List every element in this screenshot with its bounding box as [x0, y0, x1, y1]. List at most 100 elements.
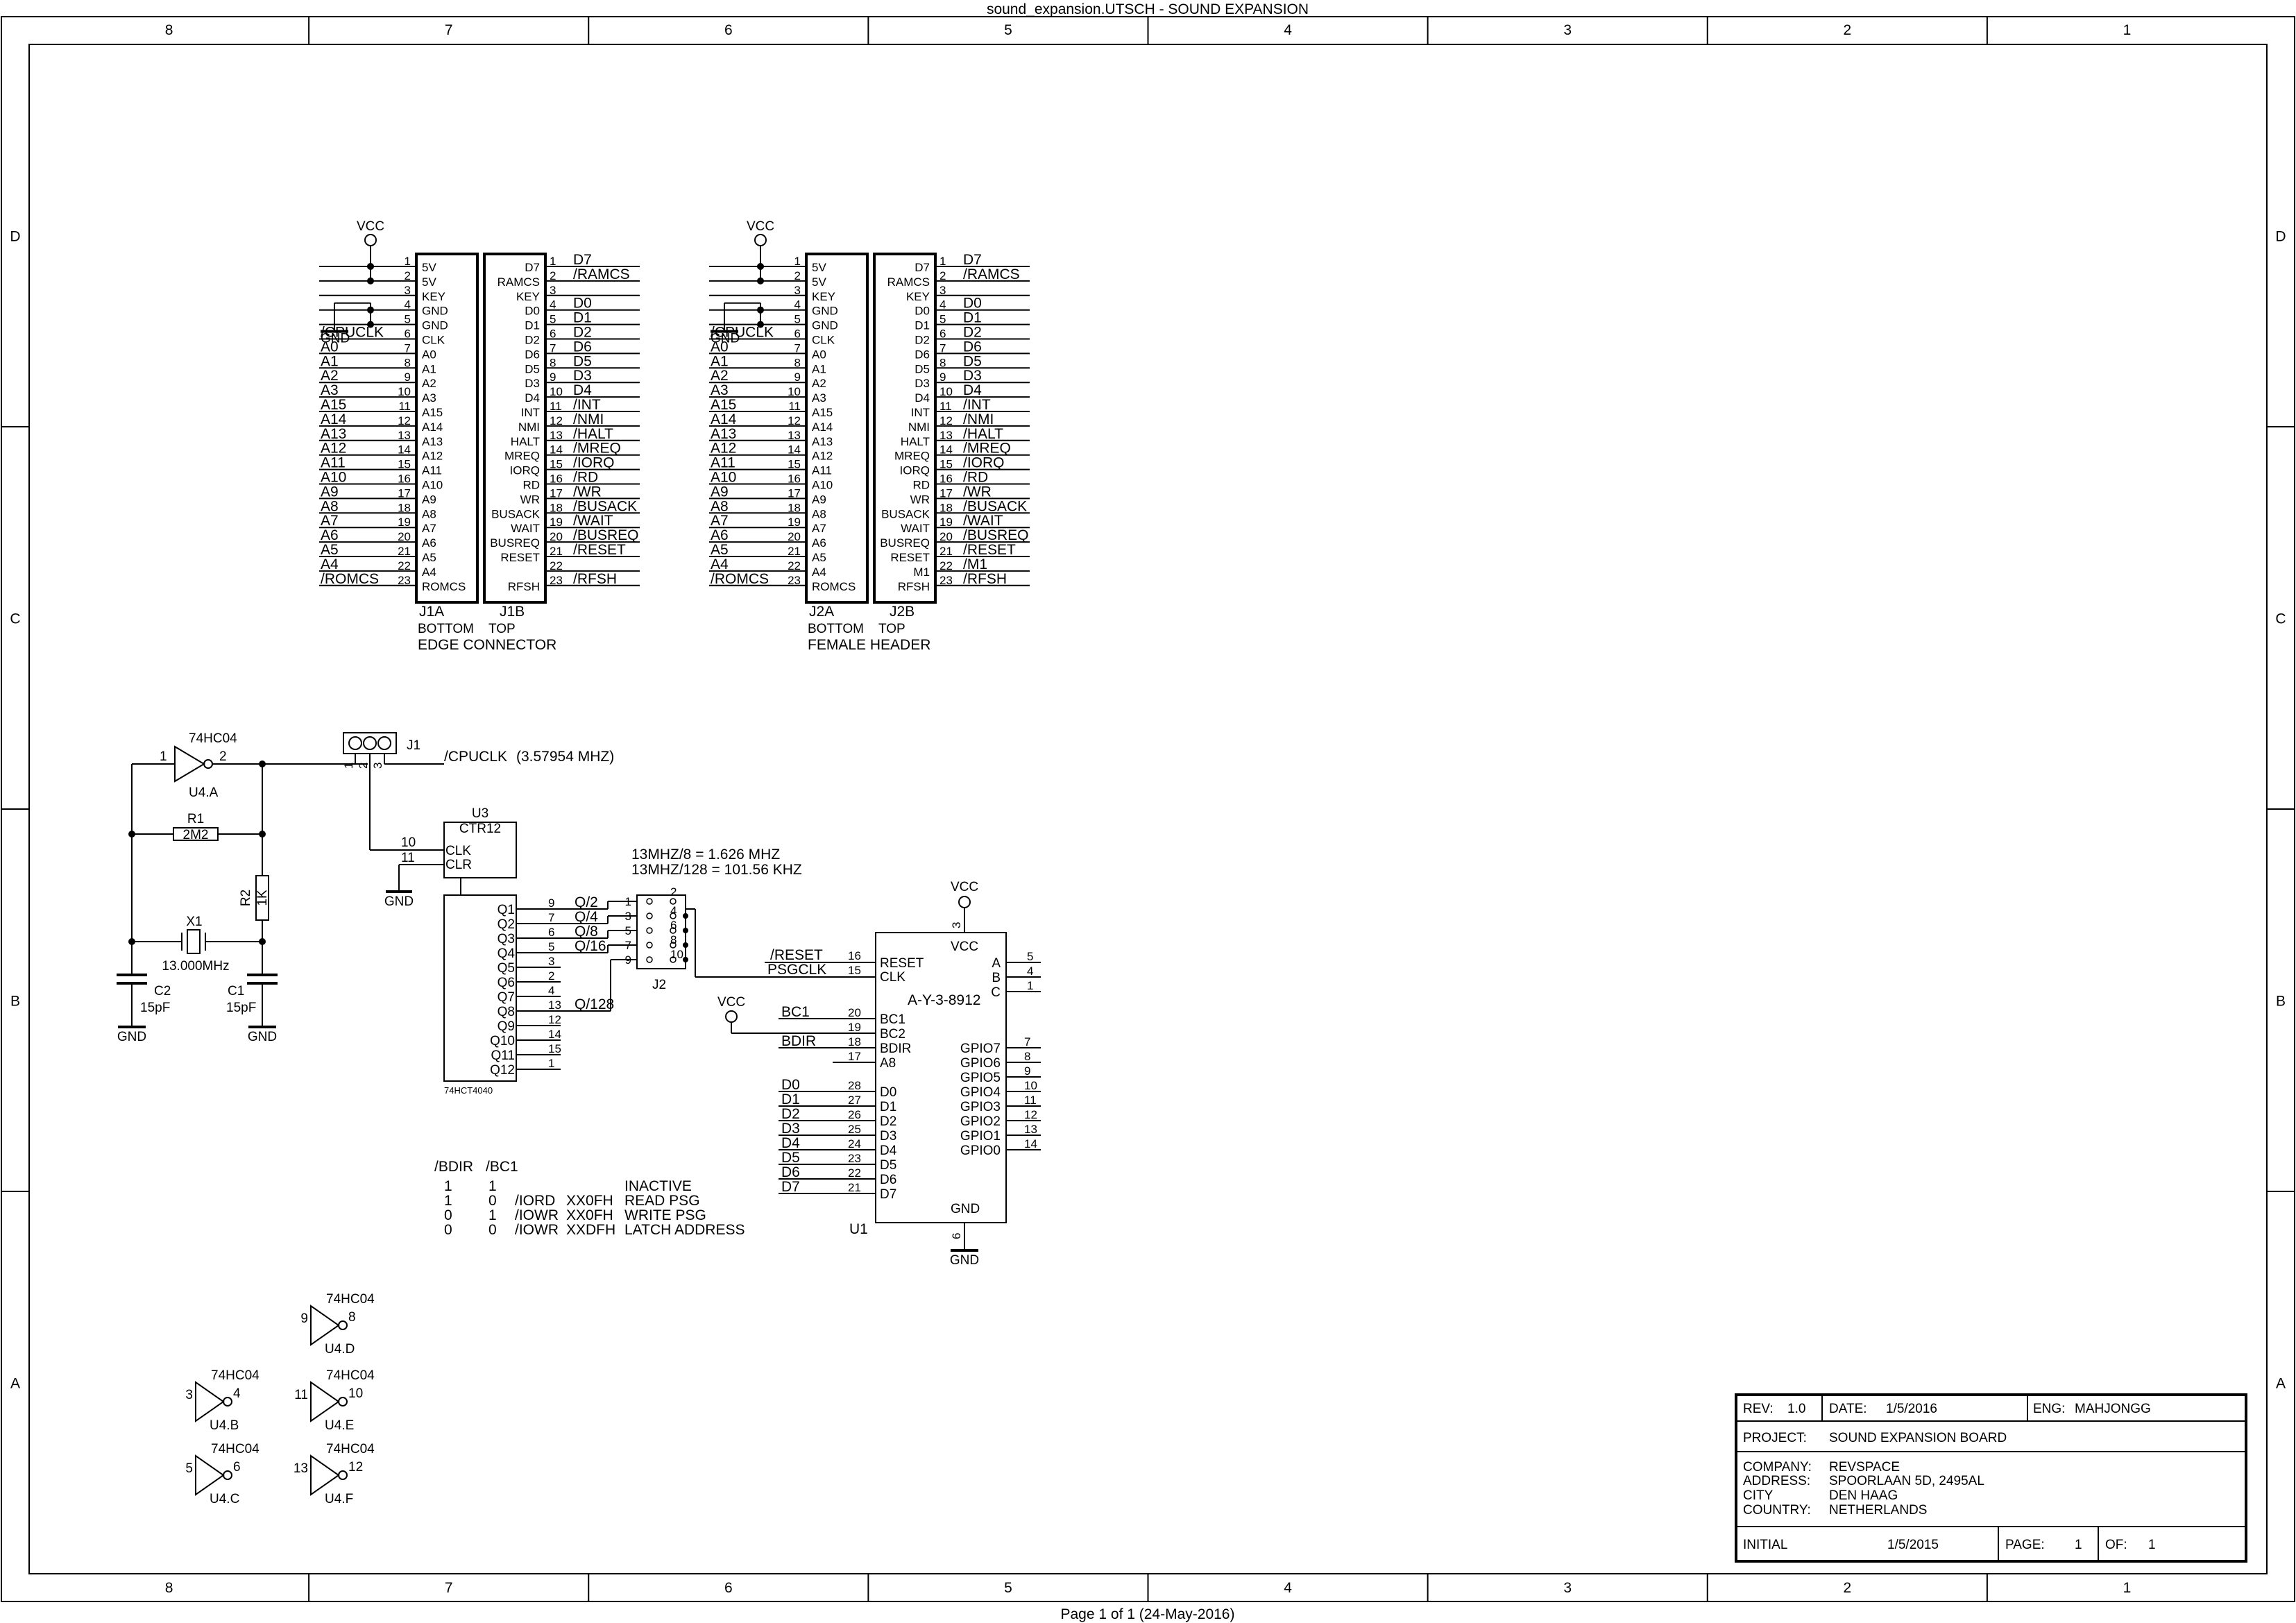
conn-a-pin-number: 20: [788, 530, 801, 543]
conn-b-pin-number: 23: [550, 574, 563, 587]
psg-data-pin: 28: [848, 1079, 861, 1092]
conn-b-pin-number: 14: [939, 443, 953, 457]
conn-b-net: /NMI: [573, 411, 604, 427]
frame-col-bottom: 3: [1563, 1580, 1572, 1596]
counter-q-label: Q3: [498, 932, 515, 946]
conn-a-pin-label: ROMCS: [422, 580, 466, 593]
psg-data-net: D3: [781, 1121, 800, 1137]
psg-data-net: D2: [781, 1106, 800, 1122]
conn-b-pin-label: RFSH: [898, 580, 930, 593]
conn-b-pin-number: 12: [939, 414, 953, 427]
psg-data-net: D6: [781, 1164, 800, 1180]
conn-a-pin-label: KEY: [422, 290, 445, 303]
conn-b-pin-label: WAIT: [511, 522, 540, 535]
conn-a-net: A2: [711, 368, 729, 384]
spare-ref: U4.E: [325, 1418, 354, 1433]
conn-a-net: A2: [321, 368, 339, 384]
conn-a-net: A0: [321, 339, 339, 355]
drawing-frame: [1, 16, 2295, 1602]
spare-pin-in: 3: [185, 1388, 193, 1402]
conn-b-pin-number: 19: [550, 516, 563, 529]
conn-b-pin-number: 1: [939, 255, 946, 268]
psg-audio-pin: 4: [1027, 965, 1033, 978]
psg-gpio-pin: 9: [1024, 1064, 1030, 1078]
j2-ref: J2: [652, 978, 666, 992]
conn-a-pin-number: 19: [398, 516, 411, 529]
conn-b-net: D6: [963, 339, 982, 355]
cpuclk-note: (3.57954 MHZ): [516, 749, 614, 765]
conn-a-net: /CPUCLK: [321, 325, 384, 341]
conn-b-pin-label: MREQ: [504, 450, 540, 463]
conn-b-pin-label: RAMCS: [887, 275, 930, 289]
truth-description: WRITE PSG: [624, 1207, 706, 1223]
cpuclk-net: /CPUCLK: [444, 749, 507, 765]
j2-note-2: 13MHZ/128 = 101.56 KHZ: [631, 862, 802, 878]
j1-ref: J1: [407, 738, 420, 753]
u1-vcc-pin: 3: [950, 922, 963, 928]
conn-a-pin-label: A1: [812, 362, 826, 375]
conn-a-name: J2A: [809, 604, 834, 620]
conn-a-pin-number: 14: [788, 443, 801, 457]
conn-b-pin-number: 9: [550, 371, 556, 384]
conn-a-pin-label: CLK: [812, 334, 835, 347]
frame-row-left: A: [10, 1376, 20, 1392]
psg-gpio-label: GPIO0: [960, 1144, 1001, 1158]
inverter-symbol: [174, 745, 205, 783]
page-footer: Page 1 of 1 (24-May-2016): [1061, 1606, 1235, 1622]
tb-country: NETHERLANDS: [1829, 1503, 1927, 1518]
u3-clk-label: CLK: [445, 844, 471, 858]
psg-audio-label: B: [992, 971, 1001, 985]
conn-a-net: A11: [321, 455, 346, 471]
counter-pin: 5: [548, 940, 554, 953]
conn-a-pin-number: 20: [398, 530, 411, 543]
counter-net: Q/2: [575, 894, 598, 910]
conn-b-pin-number: 5: [550, 313, 556, 326]
j1-pin-3: 3: [371, 763, 384, 769]
u1-gnd-pin: 6: [950, 1233, 963, 1239]
conn-a-pin-number: 8: [405, 356, 411, 369]
conn-a-pin-number: 9: [405, 371, 411, 384]
conn-a-net: A8: [321, 498, 339, 514]
spare-ref: U4.F: [325, 1492, 353, 1506]
tb-city: DEN HAAG: [1829, 1488, 1898, 1503]
conn-b-net: D0: [963, 296, 982, 312]
truth-signal: /IOWR: [515, 1222, 559, 1238]
conn-vcc: VCC: [357, 219, 384, 234]
conn-a-pin-label: A6: [422, 536, 436, 550]
conn-a-pin-label: KEY: [812, 290, 835, 303]
conn-a-pin-label: A13: [812, 435, 833, 448]
truth-address: XX0FH: [566, 1193, 613, 1209]
conn-a-pin-label: GND: [422, 305, 448, 318]
tb-page-label: PAGE:: [2005, 1538, 2045, 1552]
conn-b-net: /RAMCS: [573, 266, 630, 282]
conn-a-pin-label: A12: [812, 450, 833, 463]
truth-signal: /IORD: [515, 1193, 555, 1209]
frame-col-top: 2: [1843, 22, 1851, 38]
conn-b-pin-number: 8: [939, 356, 946, 369]
conn-gnd: GND: [711, 332, 740, 346]
conn-b-net: D6: [573, 339, 592, 355]
tb-of-label: OF:: [2105, 1538, 2127, 1552]
psg-data-net: D0: [781, 1077, 800, 1093]
psg-data-net: D5: [781, 1150, 800, 1166]
psg-gpio-label: GPIO3: [960, 1100, 1001, 1114]
conn-b-pin-label: BUSREQ: [880, 536, 930, 550]
conn-a-pin-number: 18: [788, 501, 801, 514]
u3-type: CTR12: [459, 822, 501, 836]
conn-b-net: /RFSH: [573, 571, 617, 587]
counter-net: Q/4: [575, 909, 598, 925]
counter-pin: 14: [548, 1028, 561, 1041]
conn-caption: EDGE CONNECTOR: [418, 637, 556, 653]
r1-ref: R1: [187, 812, 204, 826]
clock-oscillator: 74HC04 U4.A 1 2 R1 2M2 R2 1K X1 13.000MH…: [117, 731, 614, 1044]
u1-reset-pin: 16: [848, 949, 861, 962]
conn-b-pin-label: INT: [911, 406, 930, 419]
truth-description: LATCH ADDRESS: [624, 1222, 745, 1238]
u3-clk-pin: 10: [401, 835, 416, 850]
conn-a-pin-number: 23: [788, 574, 801, 587]
conn-a-pin-label: A11: [812, 464, 832, 477]
conn-a-pin-label: 5V: [422, 261, 436, 274]
conn-b-pin-number: 10: [939, 385, 953, 398]
